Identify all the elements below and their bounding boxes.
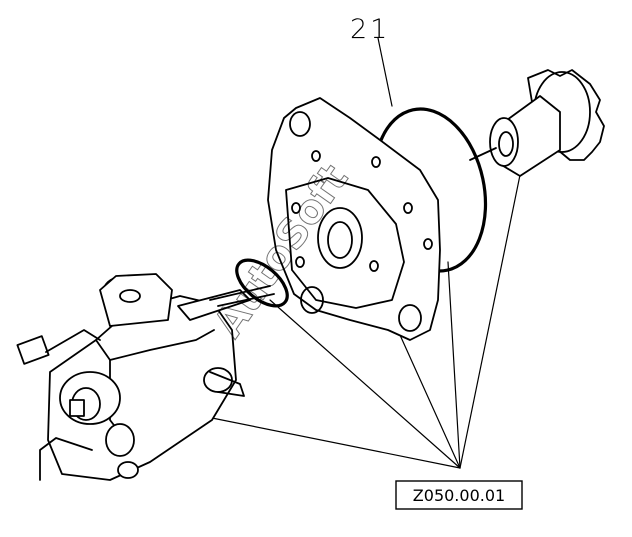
leader-lines xyxy=(211,37,521,469)
reference-code: Z050.00.01 xyxy=(413,486,505,505)
small-o-ring xyxy=(235,258,289,308)
mounting-flange xyxy=(267,97,441,341)
callout-number-21: 21 xyxy=(350,14,390,45)
injection-pump xyxy=(16,273,275,481)
reference-label: Z050.00.01 xyxy=(395,480,523,510)
drive-gear xyxy=(469,69,605,177)
